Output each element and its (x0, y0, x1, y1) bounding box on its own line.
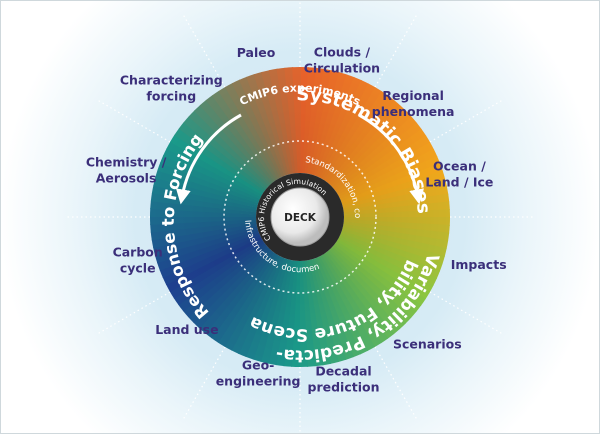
outer-topic-label: Impacts (451, 257, 507, 272)
outer-topic-line: forcing (146, 88, 196, 103)
outer-topic-label: Land use (155, 322, 218, 337)
outer-topic-line: Ocean / (433, 158, 486, 173)
response-arrow (175, 113, 242, 205)
outer-topic-line: Geo- (242, 358, 275, 373)
outer-topic-line: Land / Ice (425, 174, 493, 189)
outer-topic-line: Paleo (237, 45, 276, 60)
outer-topic-label: Chemistry /Aerosols (86, 154, 167, 185)
outer-topic-label: Clouds /Circulation (304, 45, 380, 76)
outer-topic-line: engineering (216, 374, 301, 389)
systematic-arrow (358, 113, 425, 205)
deck-label: DECK (284, 212, 317, 224)
outer-topic-line: Aerosols (96, 170, 157, 185)
outer-topic-line: Scenarios (393, 336, 462, 351)
outer-topic-line: Clouds / (314, 45, 371, 60)
outer-topic-line: Characterizing (120, 72, 223, 87)
outer-topic-label: Geo-engineering (216, 358, 301, 389)
outer-topic-line: Impacts (451, 257, 507, 272)
outer-topic-line: Land use (155, 322, 218, 337)
outer-topic-line: Circulation (304, 61, 380, 76)
outer-topic-line: Decadal (315, 363, 371, 378)
outer-topic-line: phenomena (372, 104, 455, 119)
deck-core (270, 187, 330, 247)
inner-dotted-circle (223, 140, 377, 294)
outer-topic-line: Regional (382, 88, 444, 103)
outer-topic-label: Paleo (237, 45, 276, 60)
outer-topic-line: prediction (308, 379, 380, 394)
outer-topic-line: Carbon (113, 245, 163, 260)
outer-topic-line: cycle (120, 261, 156, 276)
outer-topic-label: Ocean /Land / Ice (425, 158, 493, 189)
outer-topic-line: Chemistry / (86, 154, 167, 169)
outer-topic-label: Scenarios (393, 336, 462, 351)
